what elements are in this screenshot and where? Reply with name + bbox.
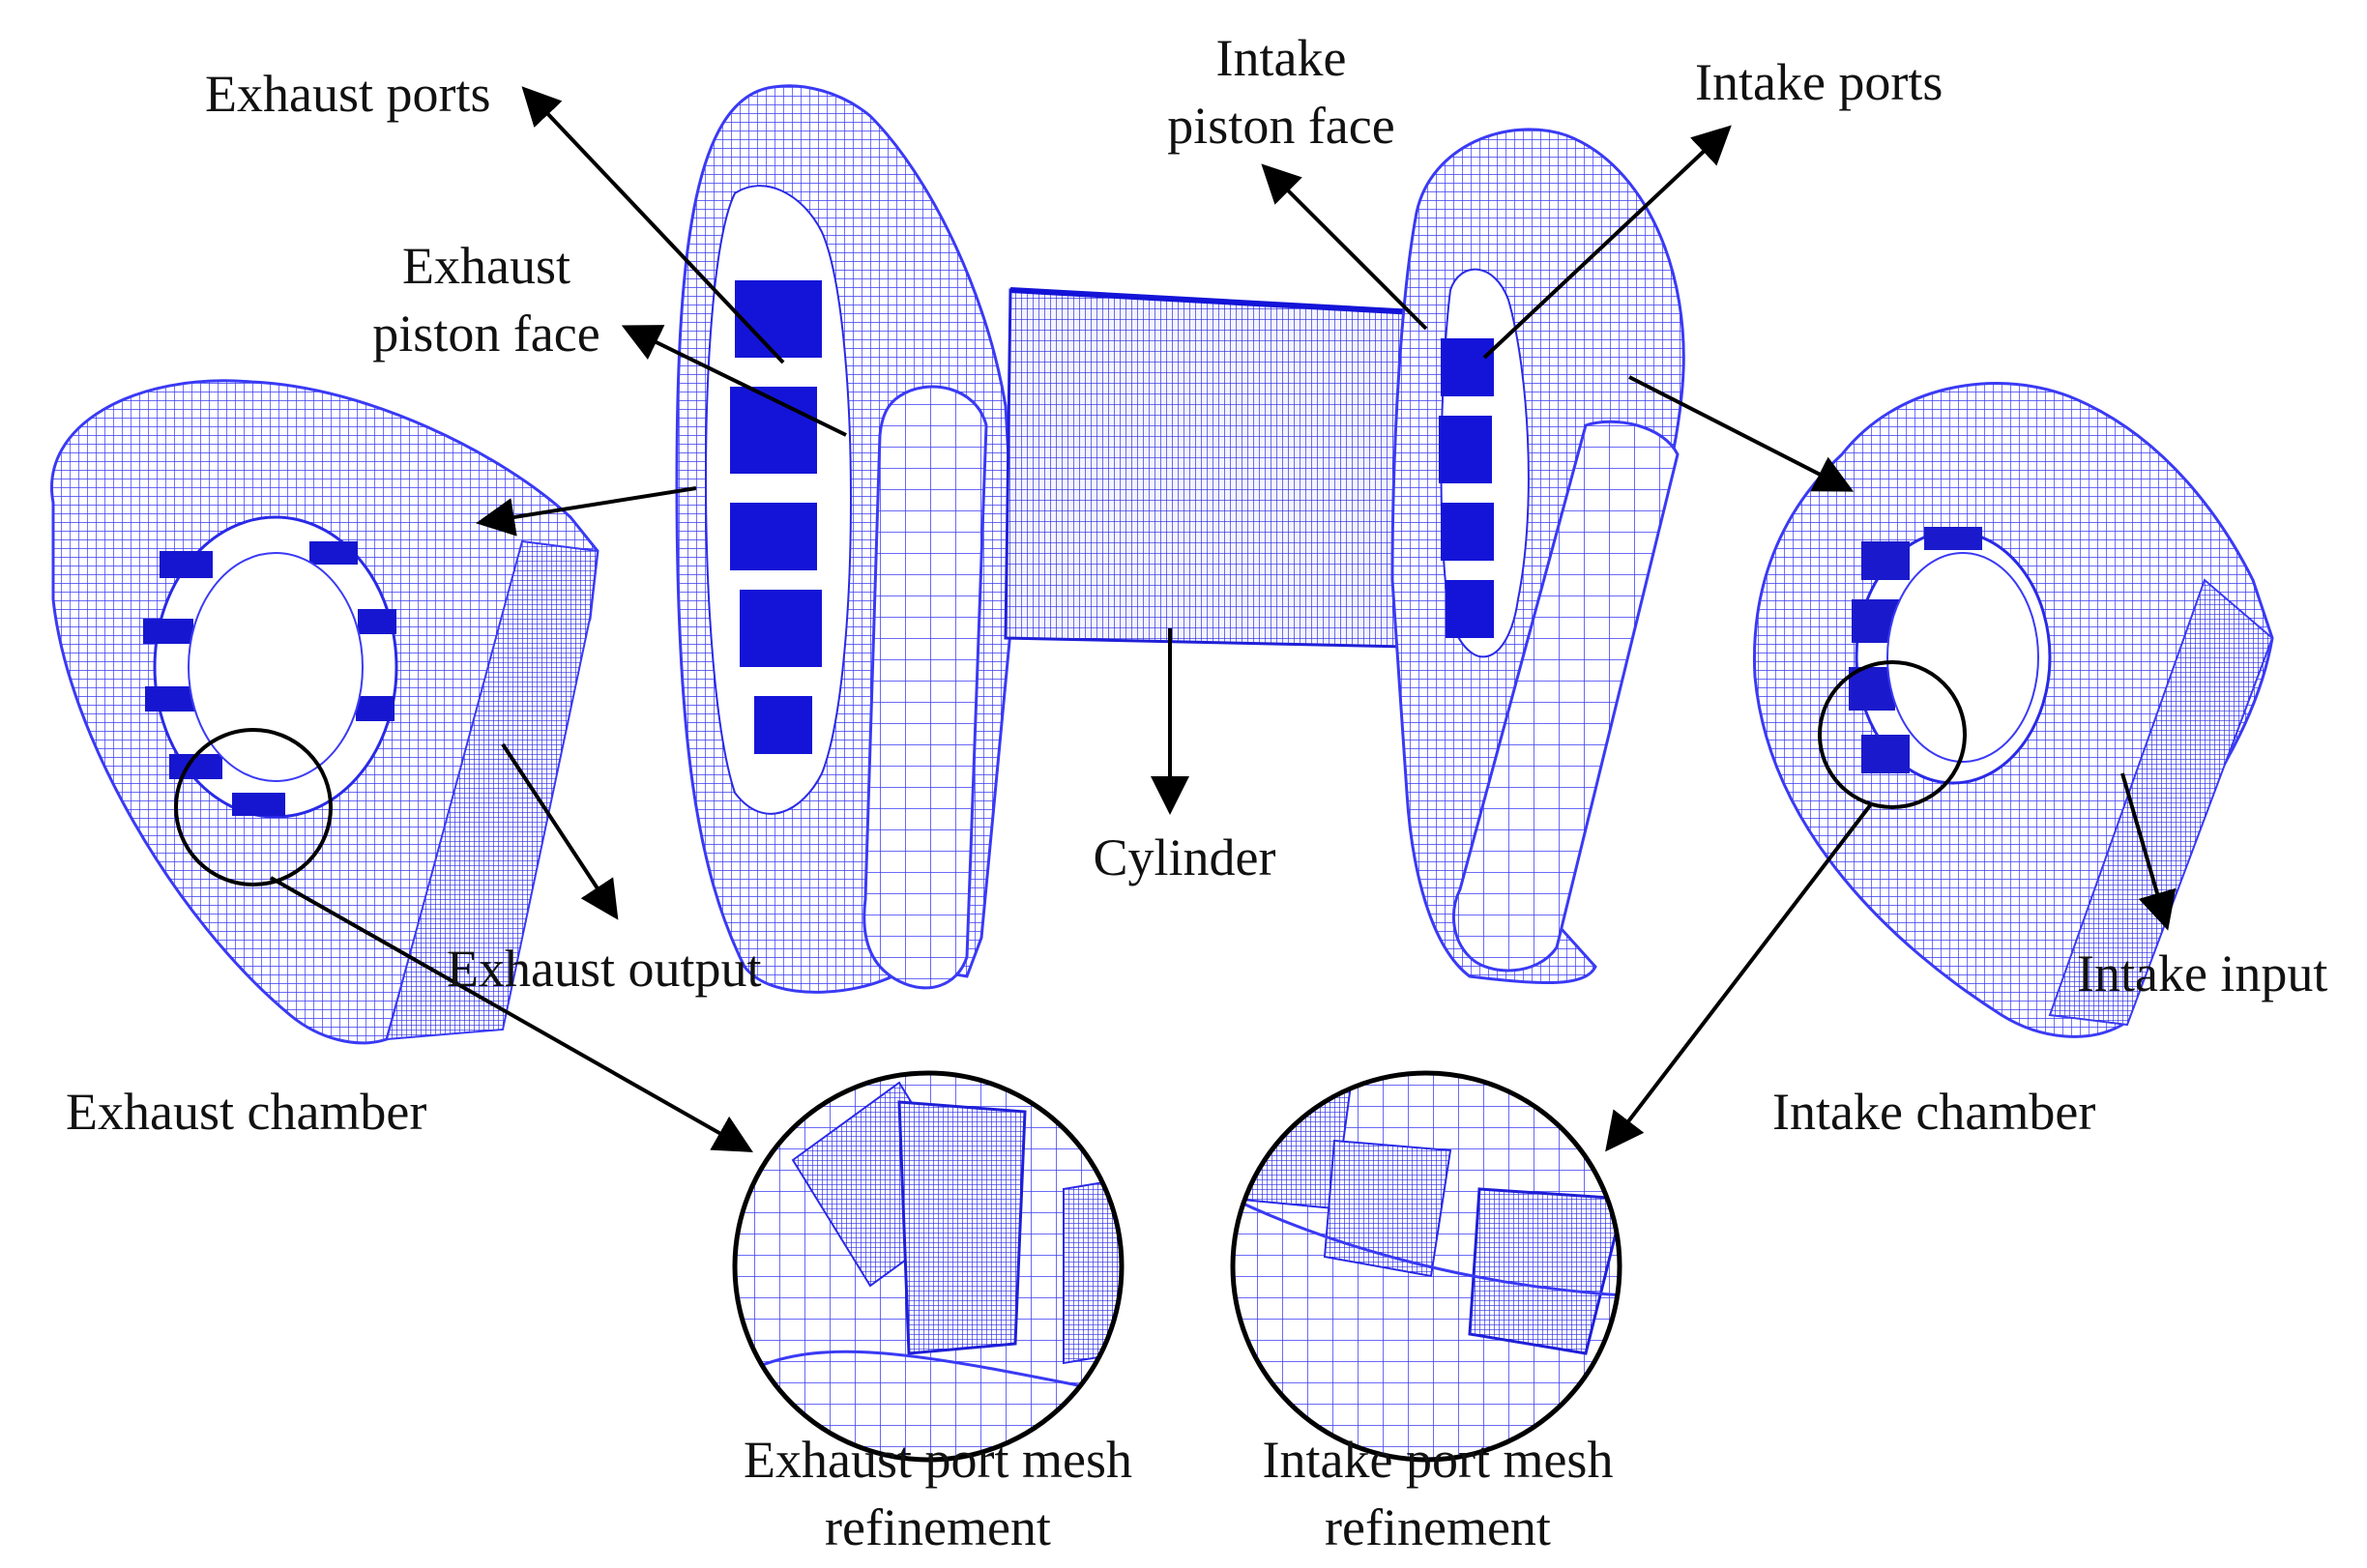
arrow-exhaust-zoom — [270, 876, 753, 1152]
label-exhaust-ports: Exhaust ports — [205, 65, 490, 123]
exhaust-port-zoom — [732, 1070, 1125, 1463]
arrow-exhaust-piston-face — [621, 325, 847, 437]
intake-chamber-mesh — [1752, 382, 2274, 1038]
intake-chamber-port-slots — [1849, 527, 1982, 773]
label-intake-piston-face-line1: Intake — [1216, 29, 1347, 87]
label-intake-chamber: Intake chamber — [1772, 1083, 2095, 1141]
label-cylinder: Cylinder — [1094, 828, 1276, 886]
arrow-intake-piston-face — [1261, 163, 1428, 331]
label-exhaust-output: Exhaust output — [447, 940, 761, 998]
intake-ring-mesh — [1390, 128, 1685, 985]
arrow-intake-ports — [1482, 125, 1732, 360]
label-intake-input: Intake input — [2077, 944, 2327, 1002]
label-exhaust-port-refinement-line2: refinement — [825, 1498, 1051, 1556]
arrow-exhaust-chamber-in — [476, 486, 697, 537]
arrow-intake-chamber-in — [1628, 375, 1855, 492]
intake-port-zoom — [1230, 1070, 1622, 1463]
label-exhaust-piston-face-line2: piston face — [372, 305, 599, 363]
arrow-exhaust-ports — [521, 86, 785, 364]
exhaust-ring-port-slots — [730, 280, 822, 754]
label-intake-piston-face-line2: piston face — [1167, 97, 1394, 155]
arrow-exhaust-output — [501, 742, 619, 920]
label-intake-port-refinement-line1: Intake port mesh — [1263, 1431, 1614, 1489]
label-intake-port-refinement-line2: refinement — [1325, 1498, 1551, 1556]
label-exhaust-chamber: Exhaust chamber — [66, 1083, 426, 1141]
callout-arrows — [270, 86, 2177, 1152]
intake-ring-port-slots — [1439, 338, 1494, 638]
label-exhaust-piston-face-line1: Exhaust — [402, 237, 570, 295]
label-exhaust-port-refinement-line1: Exhaust port mesh — [744, 1431, 1132, 1489]
label-intake-ports: Intake ports — [1695, 53, 1943, 111]
arrow-intake-input — [2120, 772, 2177, 931]
exhaust-port-highlight-circle — [174, 728, 333, 886]
arrow-intake-zoom — [1605, 802, 1873, 1152]
exhaust-ring-mesh — [675, 84, 1017, 994]
intake-port-highlight-circle — [1818, 660, 1967, 809]
